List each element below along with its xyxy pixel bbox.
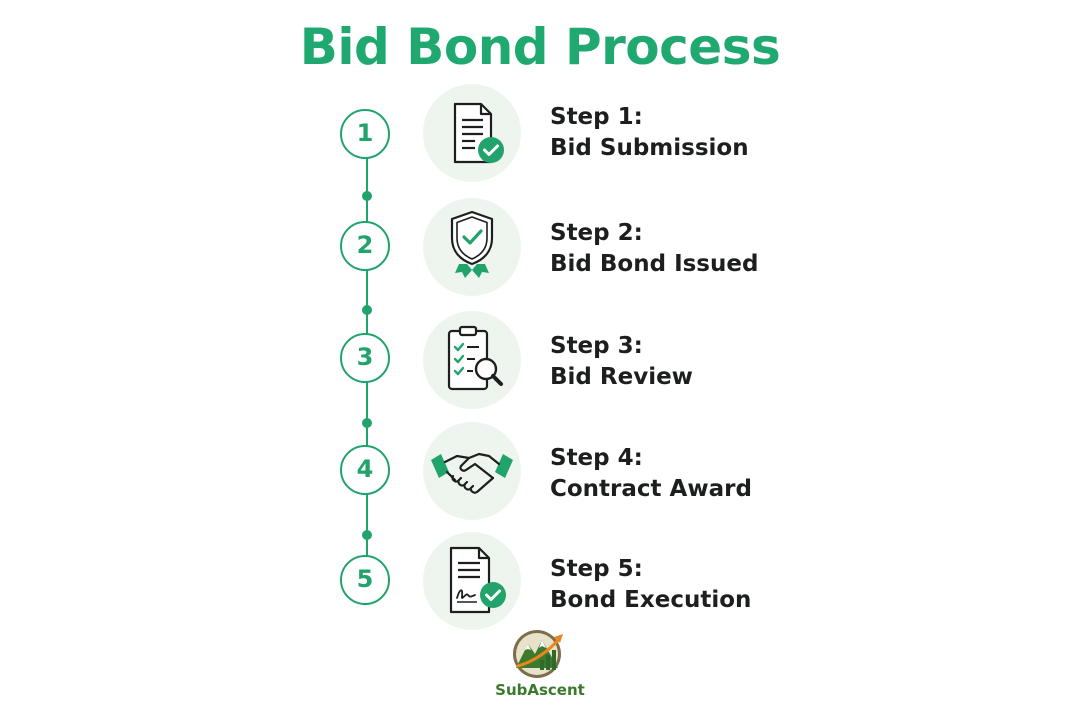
step-icon-container bbox=[423, 422, 521, 520]
timeline-dot bbox=[362, 191, 372, 201]
page-title: Bid Bond Process bbox=[299, 18, 781, 76]
step-icon-container bbox=[423, 84, 521, 182]
timeline-dot bbox=[362, 418, 372, 428]
step-name: Bond Execution bbox=[550, 587, 752, 613]
step-text-5: Step 5: Bond Execution bbox=[550, 554, 950, 616]
step-number-5: 5 bbox=[340, 555, 390, 605]
step-number-3: 3 bbox=[340, 333, 390, 383]
step-name: Bid Submission bbox=[550, 135, 749, 161]
step-name: Bid Bond Issued bbox=[550, 251, 759, 277]
step-icon-container bbox=[423, 198, 521, 296]
step-text-1: Step 1: Bid Submission bbox=[550, 102, 950, 164]
step-label: Step 3: bbox=[550, 333, 643, 359]
step-icon-container bbox=[423, 311, 521, 409]
step-text-4: Step 4: Contract Award bbox=[550, 443, 950, 505]
timeline-dot bbox=[362, 530, 372, 540]
handshake-icon bbox=[431, 452, 513, 494]
step-name: Bid Review bbox=[550, 364, 693, 390]
step-number-2: 2 bbox=[340, 221, 390, 271]
document-check-icon bbox=[453, 102, 504, 164]
timeline-dot bbox=[362, 305, 372, 315]
signed-document-icon bbox=[449, 546, 506, 614]
clipboard-magnifier-icon bbox=[447, 325, 503, 391]
step-text-2: Step 2: Bid Bond Issued bbox=[550, 218, 950, 280]
step-label: Step 1: bbox=[550, 104, 643, 130]
mountain-growth-logo bbox=[513, 630, 563, 678]
step-name: Contract Award bbox=[550, 476, 752, 502]
step-label: Step 2: bbox=[550, 220, 643, 246]
step-text-3: Step 3: Bid Review bbox=[550, 331, 950, 393]
step-number-1: 1 bbox=[340, 109, 390, 159]
step-icon-container bbox=[423, 532, 521, 630]
step-number-4: 4 bbox=[340, 445, 390, 495]
brand-logo: SubAscent bbox=[490, 622, 590, 712]
brand-name: SubAscent bbox=[495, 681, 585, 699]
step-label: Step 5: bbox=[550, 556, 643, 582]
shield-ribbon-icon bbox=[450, 210, 494, 278]
step-label: Step 4: bbox=[550, 445, 643, 471]
